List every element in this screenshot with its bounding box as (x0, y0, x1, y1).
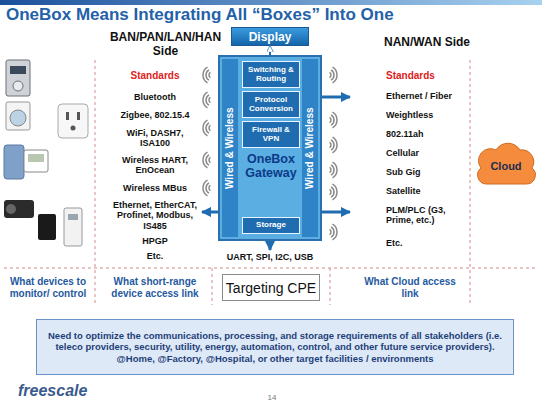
column-divider (212, 268, 213, 305)
box-text: Display (249, 30, 292, 44)
washer-door (10, 110, 26, 126)
standard-name: Sub Gig (386, 167, 468, 177)
box-text: Storage (256, 221, 286, 230)
standard-name: Bluetooth (100, 92, 210, 102)
wireless-symbol (203, 152, 211, 168)
plug-ground (71, 126, 76, 131)
column-question: What short-range device access link (100, 276, 210, 299)
sensor-device (64, 208, 82, 246)
box-text: Wired & Wireless (222, 59, 238, 237)
title-bar (0, 0, 542, 5)
column-divider (470, 60, 471, 305)
wireless-symbol (203, 120, 211, 136)
output-arrow (202, 211, 218, 214)
box-text: Switching & Routing (243, 66, 299, 84)
standard-name: Cellular (386, 148, 468, 158)
wireless-symbol (330, 112, 338, 128)
bp-screen (28, 154, 44, 162)
wireless-symbol (203, 67, 211, 83)
meter-dial (13, 81, 23, 91)
note-box: Need to optimize the communications, pro… (36, 319, 514, 375)
wireless-symbol (203, 180, 211, 196)
camera-lens (6, 204, 16, 214)
electric-meter (6, 60, 30, 96)
company-logo: freescale (18, 382, 108, 400)
connector-arrow (269, 46, 271, 55)
standard-name: 802.11ah (386, 129, 468, 139)
washing-machine (6, 102, 30, 130)
box-text: Firewall & VPN (243, 126, 299, 144)
page-number: 14 (260, 393, 284, 402)
standard-name: Ethernet / Fiber (386, 91, 468, 101)
standards-heading: Standards (386, 70, 476, 82)
box-text: Targeting CPE (226, 280, 316, 296)
standard-name: Zigbee, 802.15.4 (100, 110, 210, 120)
standards-heading: Standards (100, 70, 210, 82)
side-heading: NAN/WAN Side (372, 36, 482, 50)
plug-slot (66, 112, 69, 120)
cloud-outline (478, 143, 536, 184)
washer-body (6, 102, 30, 130)
output-arrow (322, 211, 350, 214)
wireless-symbol (330, 162, 338, 178)
standard-name: HPGP (100, 236, 210, 246)
sensor-body (64, 208, 82, 246)
gateway-box: Wired & WirelessOneBox GatewayWired & Wi… (218, 55, 322, 241)
standard-name: PLM/PLC (G3, Prime, etc.) (386, 205, 461, 226)
bp-unit (24, 150, 48, 172)
camera-body (4, 200, 34, 218)
standard-name: Satellite (386, 186, 468, 196)
wireless-symbol (330, 67, 338, 83)
standard-name: Weightless (386, 110, 468, 120)
output-arrow (322, 96, 350, 99)
standard-name: Ethernet, EtherCAT, Profinet, Modbus, IS… (105, 200, 205, 231)
blood-pressure-monitor (4, 145, 48, 179)
function-box: Switching & Routing (242, 61, 300, 88)
column-question: What Cloud access link (360, 276, 460, 299)
meter-body (6, 60, 30, 96)
storage-box: Storage (242, 217, 300, 234)
smart-plug (58, 104, 88, 138)
bp-cuff (4, 145, 24, 179)
wireless-symbol (203, 92, 211, 108)
plug-slot (77, 112, 80, 120)
column-question: What devices to monitor/ control (4, 276, 92, 299)
interface-list: UART, SPI, I2C, USB (215, 252, 325, 262)
box-text: Cloud (490, 160, 521, 172)
slide-title: OneBox Means Integrating All “Boxes” Int… (6, 5, 536, 25)
wireless-symbol (330, 137, 338, 153)
column-divider (330, 268, 331, 305)
thermostat-device (38, 214, 56, 240)
box-text: Protocol Conversion (243, 96, 299, 114)
function-box: Firewall & VPN (242, 121, 300, 148)
box-text: Wired & Wireless (302, 59, 318, 237)
cloud-shape: Cloud (474, 138, 538, 193)
standard-name: Wireless HART, EnOcean (115, 155, 195, 176)
standard-name: Etc. (386, 238, 468, 248)
meter-display (10, 66, 26, 74)
standard-name: Etc. (100, 251, 210, 261)
box-text: Need to optimize the communications, pro… (45, 330, 505, 364)
display-box: Display (231, 27, 309, 46)
wireless-symbol (330, 184, 338, 200)
box-text: OneBox Gateway (242, 153, 300, 181)
target-box: Targeting CPE (222, 274, 320, 301)
security-camera (4, 200, 34, 218)
standard-name: Wireless MBus (100, 183, 210, 193)
function-box: Protocol Conversion (242, 91, 300, 118)
wireless-symbol (330, 224, 338, 240)
standard-name: WiFi, DASH7, ISA100 (115, 128, 195, 149)
side-heading: BAN/PAN/LAN/HAN Side (98, 31, 233, 59)
plug-body (58, 104, 88, 138)
row-divider (4, 268, 538, 269)
sensor-window (68, 214, 78, 220)
output-arrow (269, 241, 272, 250)
